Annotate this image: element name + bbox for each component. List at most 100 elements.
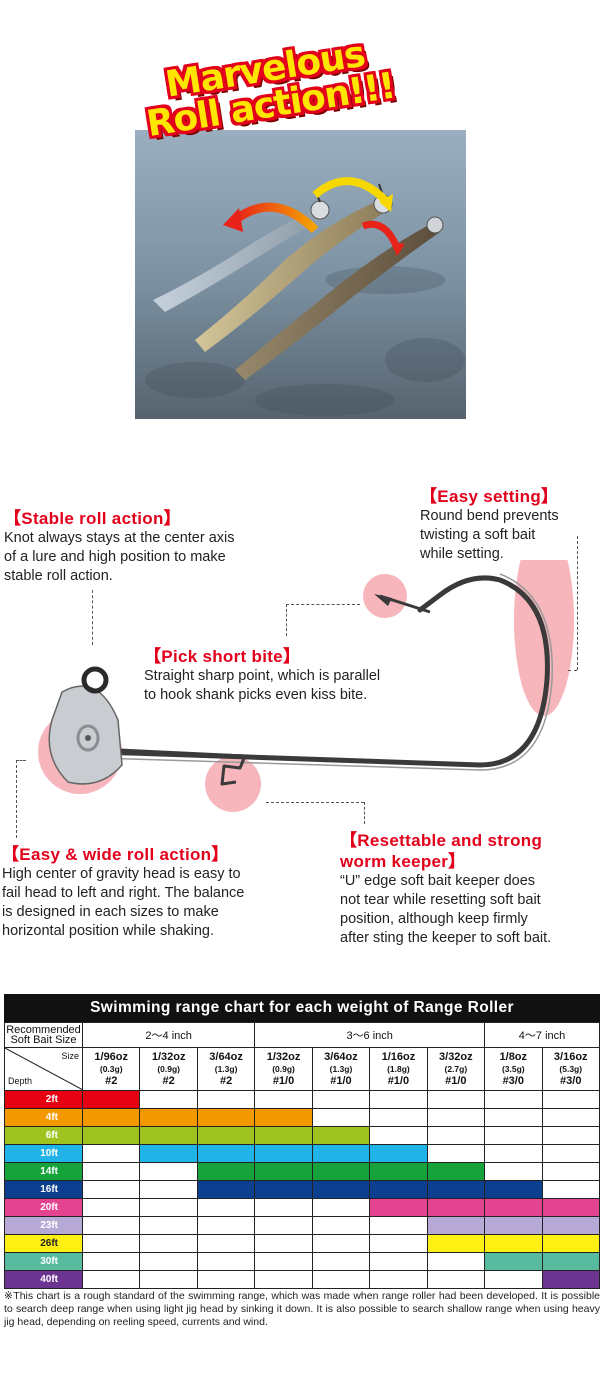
range-cell-filled bbox=[541, 1216, 600, 1235]
range-cell-filled bbox=[541, 1252, 600, 1271]
depth-row: 30ft bbox=[4, 1252, 600, 1271]
range-cell-empty bbox=[484, 1270, 543, 1289]
weight-hook: #1/0 bbox=[445, 1075, 467, 1087]
range-cell-filled bbox=[541, 1270, 600, 1289]
weight-hook: #2 bbox=[162, 1075, 175, 1087]
depth-row: 4ft bbox=[4, 1108, 600, 1127]
range-cell-filled bbox=[426, 1234, 486, 1253]
lure-photo-illustration bbox=[135, 130, 466, 419]
note-title-line1: 【Resettable and strong bbox=[340, 831, 543, 850]
range-cell-empty bbox=[369, 1234, 428, 1253]
depth-label-cell: 26ft bbox=[4, 1234, 83, 1253]
depth-row: 26ft bbox=[4, 1234, 600, 1253]
depth-row: 23ft bbox=[4, 1216, 600, 1235]
weight-g: (1.3g) bbox=[329, 1064, 353, 1074]
range-cell-empty bbox=[426, 1252, 486, 1271]
range-cell-filled bbox=[196, 1126, 256, 1145]
weight-header: 1/16oz(1.8g)#1/0 bbox=[369, 1047, 428, 1091]
note-title-line2: worm keeper】 bbox=[340, 852, 466, 871]
corner-size-depth: Size Depth bbox=[4, 1047, 83, 1091]
weight-header: 3/64oz(1.3g)#2 bbox=[196, 1047, 256, 1091]
range-cell-empty bbox=[81, 1270, 141, 1289]
depth-label-cell: 23ft bbox=[4, 1216, 83, 1235]
callout-line-setting-h bbox=[568, 670, 577, 671]
range-cell-empty bbox=[196, 1234, 256, 1253]
range-cell-empty bbox=[139, 1180, 198, 1199]
range-cell-empty bbox=[196, 1090, 256, 1109]
range-cell-empty bbox=[541, 1162, 600, 1181]
range-cell-filled bbox=[541, 1198, 600, 1217]
weight-g: (0.9g) bbox=[272, 1064, 295, 1074]
callout-line-keeper bbox=[364, 802, 365, 824]
callout-line-setting bbox=[577, 536, 578, 670]
diagonal-line bbox=[5, 1048, 83, 1090]
range-cell-filled bbox=[369, 1162, 428, 1181]
range-cell-empty bbox=[369, 1108, 428, 1127]
depth-label-cell: 16ft bbox=[4, 1180, 83, 1199]
callout-line-pick-h bbox=[286, 604, 360, 605]
note-line: position, although keep firmly bbox=[340, 911, 528, 927]
depth-row: 20ft bbox=[4, 1198, 600, 1217]
weight-g: (2.7g) bbox=[444, 1064, 468, 1074]
range-cell-empty bbox=[426, 1108, 486, 1127]
chart-footnote: ※This chart is a rough standard of the s… bbox=[4, 1290, 600, 1328]
range-cell-empty bbox=[196, 1270, 256, 1289]
callout-line-wide bbox=[16, 760, 17, 838]
size-label: Size bbox=[61, 1051, 79, 1061]
note-wide-roll: 【Easy & wide roll action】 High center of… bbox=[2, 844, 302, 941]
range-cell-empty bbox=[81, 1162, 141, 1181]
range-cell-empty bbox=[196, 1198, 256, 1217]
group-4-7-inch: 4～7 inch bbox=[484, 1022, 600, 1048]
range-cell-filled bbox=[196, 1180, 256, 1199]
range-cell-empty bbox=[254, 1216, 313, 1235]
weight-oz: 1/8oz bbox=[499, 1051, 528, 1063]
range-cell-filled bbox=[81, 1126, 141, 1145]
range-cell-empty bbox=[139, 1252, 198, 1271]
range-cell-empty bbox=[311, 1216, 371, 1235]
range-cell-filled bbox=[311, 1180, 371, 1199]
weight-header: 1/32oz(0.9g)#1/0 bbox=[254, 1047, 313, 1091]
weight-hook: #2 bbox=[105, 1075, 118, 1087]
range-cell-filled bbox=[139, 1144, 198, 1163]
range-cell-empty bbox=[311, 1108, 371, 1127]
range-cell-empty bbox=[254, 1270, 313, 1289]
range-cell-empty bbox=[369, 1126, 428, 1145]
weight-hook: #2 bbox=[219, 1075, 233, 1087]
range-cell-filled bbox=[426, 1162, 486, 1181]
callout-line-pick-v bbox=[286, 604, 287, 636]
range-cell-filled bbox=[426, 1180, 486, 1199]
weight-g: (5.3g) bbox=[559, 1064, 583, 1074]
depth-row: 2ft bbox=[4, 1090, 600, 1109]
range-cell-filled bbox=[254, 1180, 313, 1199]
note-line: Straight sharp point, which is parallel bbox=[144, 668, 381, 684]
depth-label-cell: 40ft bbox=[4, 1270, 83, 1289]
range-cell-filled bbox=[311, 1144, 371, 1163]
range-cell-empty bbox=[196, 1216, 256, 1235]
depth-label-cell: 14ft bbox=[4, 1162, 83, 1181]
note-line: High center of gravity head is easy to bbox=[2, 866, 241, 882]
range-cell-empty bbox=[426, 1126, 486, 1145]
weight-g: (1.3g) bbox=[214, 1064, 238, 1074]
weight-hook: #3/0 bbox=[502, 1075, 524, 1087]
range-cell-empty bbox=[484, 1144, 543, 1163]
range-cell-empty bbox=[139, 1270, 198, 1289]
note-line: fail head to left and right. The balance bbox=[2, 885, 245, 901]
weight-oz: 3/64oz bbox=[209, 1051, 243, 1063]
range-cell-filled bbox=[484, 1252, 543, 1271]
depth-label-cell: 4ft bbox=[4, 1108, 83, 1127]
range-cell-filled bbox=[254, 1162, 313, 1181]
range-cell-filled bbox=[81, 1108, 141, 1127]
weight-g: (1.8g) bbox=[387, 1064, 410, 1074]
note-line: “U” edge soft bait keeper does bbox=[340, 873, 536, 889]
range-cell-empty bbox=[541, 1126, 600, 1145]
range-cell-empty bbox=[541, 1180, 600, 1199]
range-cell-filled bbox=[196, 1108, 256, 1127]
weight-hook: #1/0 bbox=[330, 1075, 352, 1087]
range-cell-empty bbox=[254, 1252, 313, 1271]
range-cell-empty bbox=[81, 1216, 141, 1235]
range-cell-empty bbox=[139, 1198, 198, 1217]
note-easy-setting: 【Easy setting】 Round bend prevents twist… bbox=[420, 486, 600, 564]
range-cell-filled bbox=[196, 1144, 256, 1163]
depth-row: 6ft bbox=[4, 1126, 600, 1145]
range-cell-filled bbox=[81, 1090, 141, 1109]
